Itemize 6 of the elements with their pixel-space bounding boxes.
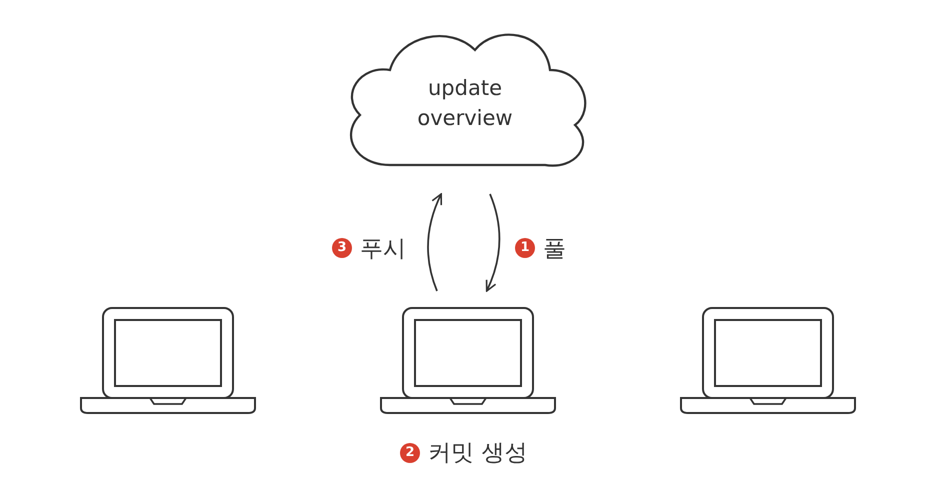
edge-label: 3 푸시 xyxy=(332,232,406,264)
edge-label: 1 풀 xyxy=(515,232,566,264)
curved-arrow xyxy=(427,193,442,292)
curved-arrow xyxy=(485,194,500,292)
node-text: update overview xyxy=(416,74,514,132)
node-caption: 2 커밋 생성 xyxy=(400,437,528,468)
